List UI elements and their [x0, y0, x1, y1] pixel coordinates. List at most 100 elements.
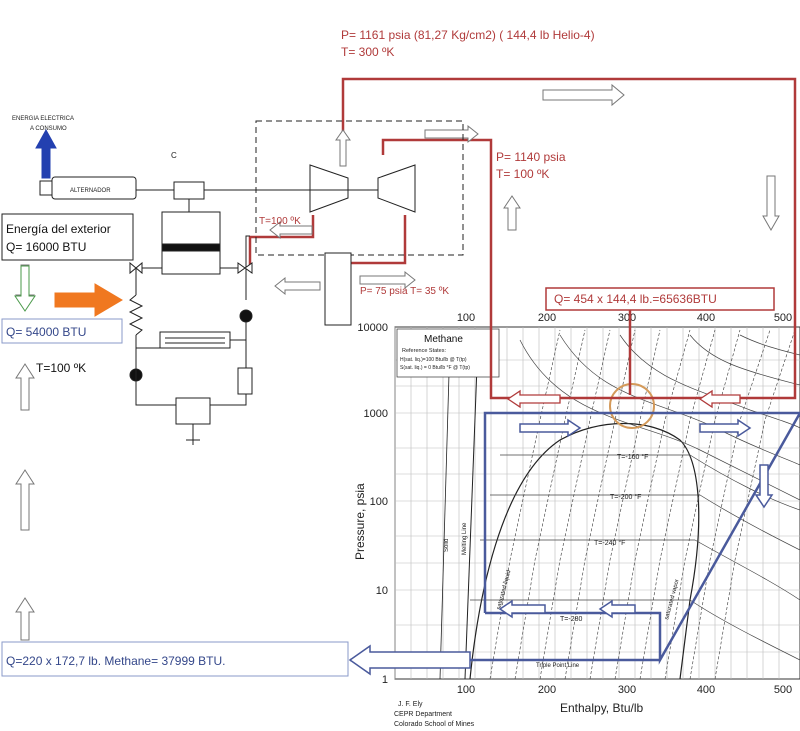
outline-arrows [15, 83, 780, 641]
isotherm-label-240: T=-240 °F [594, 539, 625, 547]
y-tick-10: 10 [376, 585, 388, 597]
energy-label-1: ENERGIA ELECTRICA [12, 116, 74, 122]
chart-reference-s: S(sat. liq.) = 0 Btu/lb °F @ T(tp) [400, 365, 470, 371]
turbine-right [377, 164, 416, 213]
external-energy-box [1, 213, 134, 261]
chart-plot-area [394, 326, 800, 680]
external-energy-line2: Q= 16000 BTU [6, 240, 86, 254]
blue-arrow-left-2 [598, 599, 636, 619]
x-tick-bottom-300: 300 [618, 684, 636, 696]
regulator-stem [186, 424, 200, 445]
arrow-up-left-2 [15, 469, 35, 531]
methane-box [1, 641, 349, 677]
y-tick-1000: 1000 [364, 408, 388, 420]
chart-credit-school: Colorado School of Mines [394, 721, 475, 728]
x-tick-top-200: 200 [538, 312, 556, 324]
x-tick-top-300: 300 [618, 312, 636, 324]
alternator-label: ALTERNADOR [70, 188, 111, 194]
equipment-schematic: ALTERNADOR C ENERGIA ELECTRICA A CONSUMO [12, 116, 464, 445]
energy-label-2: A CONSUMO [30, 126, 67, 132]
x-tick-top-500: 500 [774, 312, 792, 324]
green-down-arrow [14, 265, 36, 312]
arrow-up-top [335, 129, 351, 167]
chart-legend-box [396, 328, 500, 378]
engine-pipes [135, 235, 250, 300]
filter-element [237, 367, 253, 395]
arrow-up-left-1 [15, 363, 35, 411]
red-turbine-inlet [248, 215, 315, 270]
arrow-right-low [359, 270, 416, 290]
red-flow-arrows [506, 389, 741, 409]
mid-temp: T= 100 ºK [496, 167, 549, 181]
blue-cycle-upper [483, 411, 800, 613]
x-tick-top-100: 100 [457, 312, 475, 324]
valve-left [129, 261, 143, 275]
blue-arrow-left-big [348, 644, 471, 676]
separator-tank [324, 252, 352, 326]
region-label-triple: Triple Point Line [536, 663, 580, 669]
engine-block [161, 211, 221, 275]
chart-ylabel: Pressure, psia [353, 483, 367, 560]
x-tick-bottom-500: 500 [774, 684, 792, 696]
red-turbine-outlet [350, 215, 407, 265]
heat-input-arrow [54, 283, 123, 317]
q-box-text: Q= 54000 BTU [6, 325, 86, 339]
heat-box [545, 287, 775, 311]
blue-cycle-lower [485, 412, 800, 665]
region-label-solid: Solid [444, 539, 450, 552]
x-tick-bottom-200: 200 [538, 684, 556, 696]
heat-exchanger [159, 331, 231, 349]
red-arrow-left-chart [506, 389, 561, 409]
x-tick-labels: 100 200 300 400 500 100 200 300 400 500 [457, 312, 792, 696]
isotherm-label-280: T=-280 [560, 616, 582, 623]
arrow-right-mid [424, 124, 479, 144]
arrow-down-right [762, 175, 780, 232]
red-outer-loop [341, 77, 797, 400]
blue-flow-arrows [348, 418, 774, 676]
y-tick-10000: 10000 [357, 322, 388, 334]
solid-line [439, 339, 451, 680]
turbine-enclosure [255, 120, 464, 256]
heat-box-text: Q= 454 x 144,4 lb.=65636BTU [554, 292, 717, 306]
methane-box-text: Q=220 x 172,7 lb. Methane= 37999 BTU. [6, 654, 225, 668]
arrow-up-mid [503, 195, 521, 231]
saturation-dome [469, 422, 700, 680]
y-tick-1: 1 [382, 674, 388, 686]
energy-arrow-up [35, 128, 57, 179]
engine-band [161, 243, 221, 252]
compressor-box [173, 181, 205, 200]
chart-credit-author: J. F. Ely [398, 701, 423, 708]
boxed-labels: Q= 454 x 144,4 lb.=65636BTU Energía del … [1, 213, 775, 677]
header-pressure: P= 1161 psia (81,27 Kg/cm2) ( 144,4 lb H… [341, 28, 595, 42]
critical-point-circle [609, 383, 655, 429]
chart-title: Methane [424, 334, 463, 345]
mid-pressure: P= 1140 psia [496, 150, 566, 164]
melting-line [464, 339, 479, 680]
isentrope-lines [489, 329, 796, 680]
valve-right [237, 262, 253, 274]
blue-arrow-right-1 [519, 418, 582, 438]
blue-arrow-left-1 [498, 599, 546, 619]
compressor-letter: C [171, 151, 177, 160]
arrow-left-small [269, 220, 313, 240]
regulator-body [175, 397, 211, 425]
isotherm-label-200: T=-200 °F [610, 493, 641, 501]
y-tick-labels: 10000 1000 100 10 1 [357, 322, 388, 686]
chart-reference-h: H(sat. liq.)=100 Btu/lb @ T(tp) [400, 357, 467, 363]
chart-credit-dept: CEPR Department [394, 711, 452, 718]
x-tick-bottom-100: 100 [457, 684, 475, 696]
arrow-left-mid [274, 276, 321, 296]
left-temp: T=100 ºK [36, 361, 86, 375]
q-box [1, 318, 123, 344]
x-tick-top-400: 400 [697, 312, 715, 324]
pump-upper [239, 309, 253, 323]
low-pressure: P= 75 psia T= 35 ºK [360, 286, 449, 297]
alternator-end [39, 180, 53, 196]
arrow-right-top [542, 83, 625, 107]
red-cycle [248, 77, 797, 400]
header-temp: T= 300 ºK [341, 45, 394, 59]
arrow-up-left-3 [15, 597, 35, 641]
x-tick-bottom-400: 400 [697, 684, 715, 696]
red-arrow-left-chart-2 [698, 389, 741, 409]
